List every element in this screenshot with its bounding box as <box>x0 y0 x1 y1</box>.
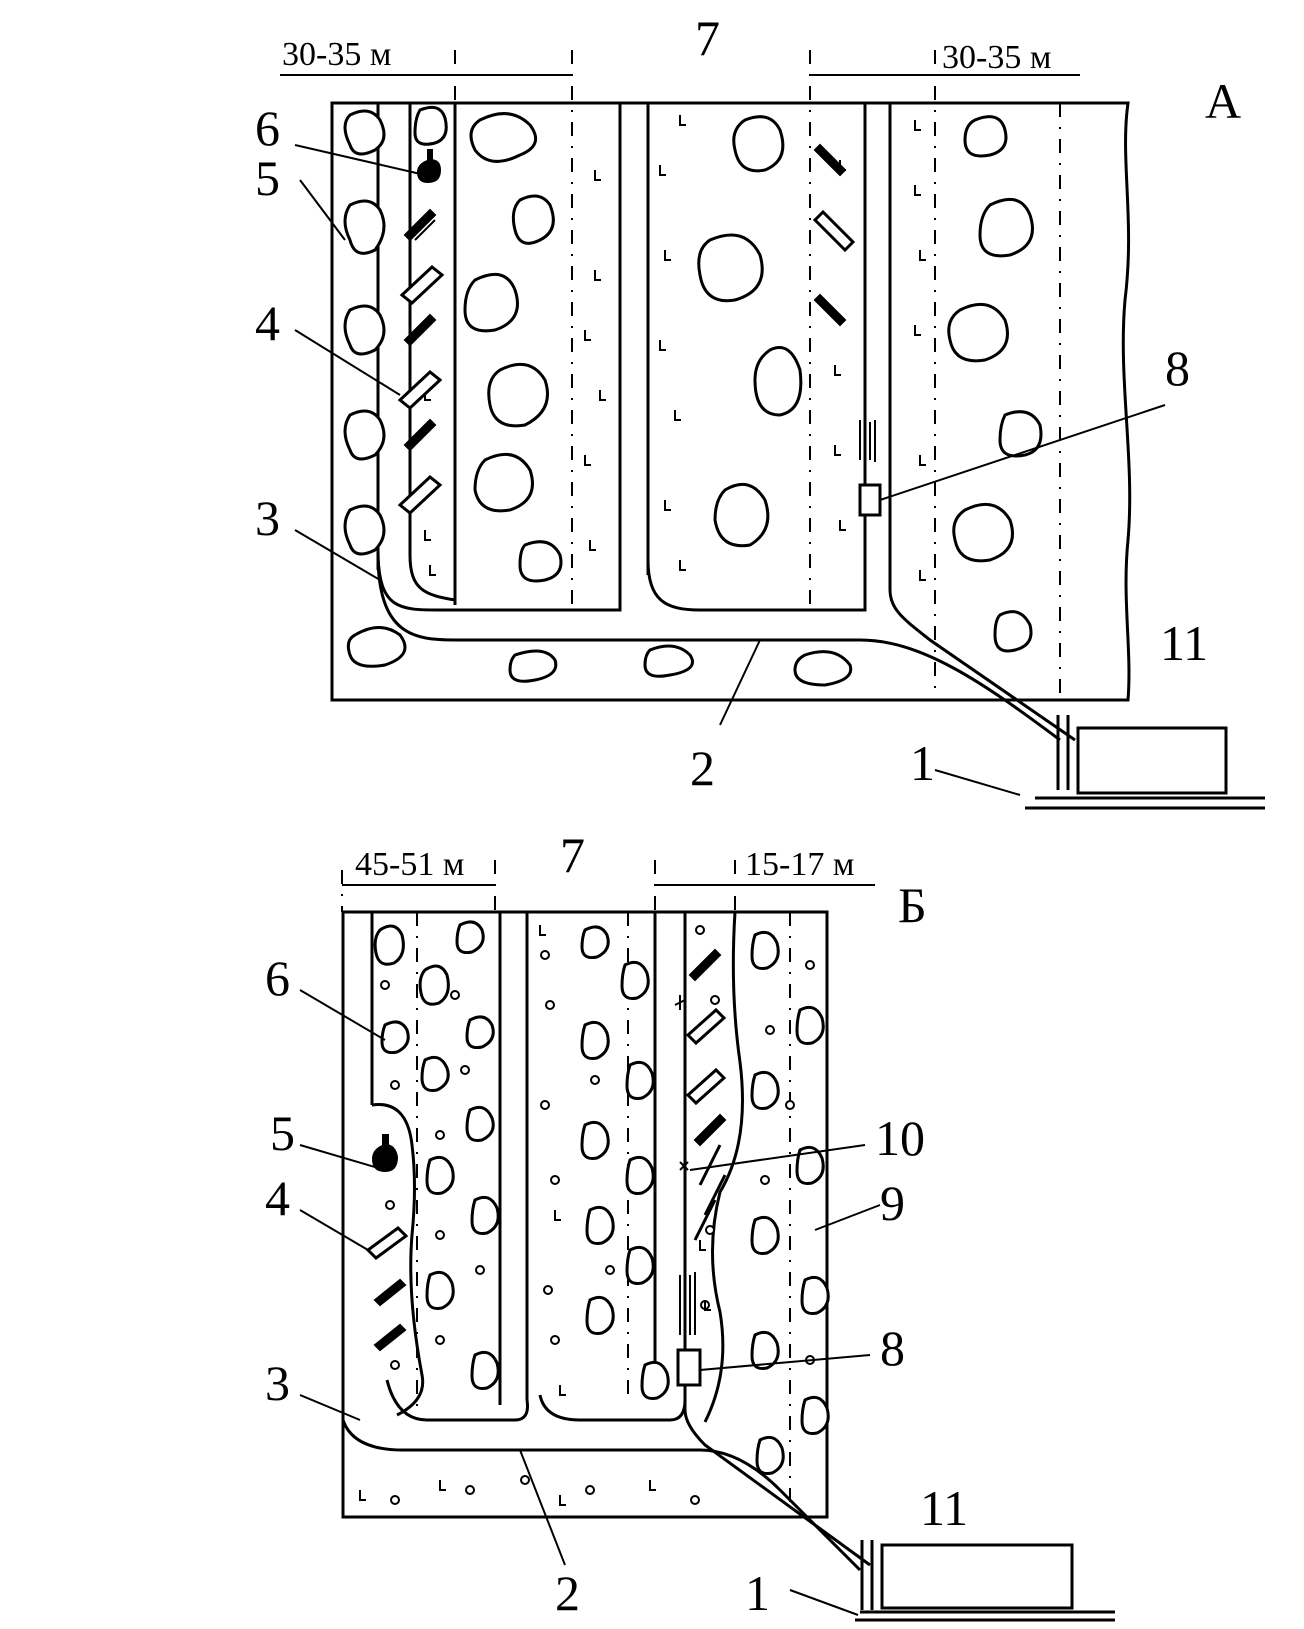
box-11 <box>880 1543 1074 1610</box>
panel-a: А 30-35 м 30-35 м 1 2 3 4 5 6 7 8 11 <box>255 10 1265 810</box>
label-5: 5 <box>255 150 280 206</box>
label-3: 3 <box>255 490 280 546</box>
excavators-trucks-b <box>365 948 727 1387</box>
label-6: 6 <box>255 100 280 156</box>
leader-lines-a <box>294 144 1166 796</box>
haul-road-2 <box>376 559 1061 742</box>
label-1: 1 <box>745 1565 770 1621</box>
panel-b: Б 45-51 м 15-17 м 1 2 3 4 5 6 7 8 9 10 1… <box>265 827 1115 1622</box>
exit-ramp-b <box>683 1409 871 1567</box>
panel-a-outline <box>330 101 1132 702</box>
excavators-trucks-a <box>397 143 882 517</box>
label-8: 8 <box>880 1320 905 1376</box>
label-10: 10 <box>875 1110 925 1166</box>
label-1: 1 <box>910 735 935 791</box>
panel-b-dim-right: 15-17 м <box>745 846 854 883</box>
label-2: 2 <box>555 1565 580 1621</box>
label-7: 7 <box>560 827 585 883</box>
leader-lines-b <box>299 989 881 1616</box>
label-8: 8 <box>1165 340 1190 396</box>
haul-road-b-inner2 <box>538 1394 687 1422</box>
haul-road-3-inner <box>408 103 456 602</box>
haul-road-b-inner <box>385 1379 529 1422</box>
strip-line-wavy <box>371 1103 425 1417</box>
strip-line-wavy-right <box>703 911 744 1423</box>
rock-blobs-b <box>373 920 830 1475</box>
panel-a-dim-left: 30-35 м <box>282 36 391 73</box>
label-4: 4 <box>265 1170 290 1226</box>
label-11: 11 <box>1160 615 1208 671</box>
panel-a-dim-right: 30-35 м <box>942 39 1051 76</box>
box-11 <box>1076 726 1228 795</box>
soil-marks-b <box>359 925 711 1506</box>
haul-road-2-inner <box>646 559 867 612</box>
panel-b-dim-left: 45-51 м <box>355 846 464 883</box>
label-3: 3 <box>265 1355 290 1411</box>
label-11: 11 <box>920 1480 968 1536</box>
label-4: 4 <box>255 295 280 351</box>
label-2: 2 <box>690 740 715 796</box>
panel-a-letter: А <box>1205 73 1241 129</box>
label-9: 9 <box>880 1175 905 1231</box>
haul-road-b <box>341 1419 862 1572</box>
label-7: 7 <box>695 10 720 66</box>
rock-blobs-a <box>343 105 1043 687</box>
panel-b-letter: Б <box>898 877 927 933</box>
label-6: 6 <box>265 950 290 1006</box>
panel-b-outline <box>341 910 829 1519</box>
gravel-dots-b <box>380 925 815 1505</box>
exit-ramp <box>888 589 1076 742</box>
label-5: 5 <box>270 1105 295 1161</box>
